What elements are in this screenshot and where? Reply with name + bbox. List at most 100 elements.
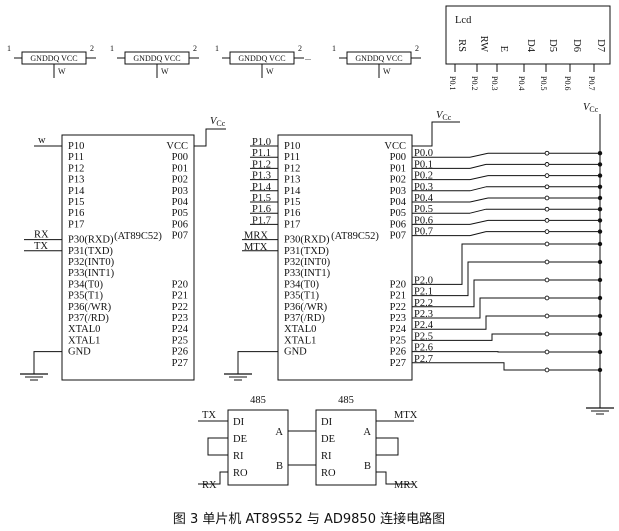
right-mcu-right-pin: P26 [390, 347, 406, 358]
lcd-pin-label: RW [478, 36, 489, 52]
lcd-pin-label: RS [456, 39, 467, 52]
sensor-pin-1: 1 [215, 44, 219, 53]
right-mcu-left-pin: XTAL0 [284, 324, 316, 335]
p2-bus-label: P2.7 [414, 354, 433, 365]
left-mcu-name: (AT89C52) [114, 231, 162, 242]
right-mcu-right-pin: P20 [390, 279, 406, 290]
right-mcu-left-pin: XTAL1 [284, 335, 316, 346]
p0-bus-line [469, 208, 487, 214]
rs485-left-pin: DI [233, 417, 245, 428]
de-re-tie [207, 437, 228, 456]
p2-bus-label: P2.3 [414, 309, 433, 320]
pullup-terminal [544, 349, 550, 355]
p1-bus-label: P1.2 [252, 159, 271, 170]
rail-junction [597, 218, 603, 223]
sensor-pin-2: 2 [415, 44, 419, 53]
lcd-port-label: P0.7 [587, 76, 596, 90]
rail-junction [597, 207, 603, 212]
right-mcu-left-pin: P15 [284, 197, 300, 208]
left-vcc-wire [194, 128, 226, 147]
left-mcu-left-pin: P30(RXD) [68, 235, 114, 246]
de-re-tie [376, 437, 399, 456]
left-mcu-left-pin: XTAL1 [68, 335, 100, 346]
uart-label: MRX [244, 231, 268, 242]
pullup-terminal [544, 241, 550, 247]
left-mcu-left-pin: P31(TXD) [68, 246, 113, 257]
uart-label: MTX [244, 242, 268, 253]
lcd-pin-label: D5 [547, 39, 558, 52]
p0-bus-label: P0.2 [414, 171, 433, 182]
right-mcu-left-pin: P32(INT0) [284, 257, 331, 268]
right-mcu-right-pin: P24 [390, 324, 407, 335]
pullup-terminal [544, 313, 550, 319]
lcd-port-label: P0.5 [539, 76, 548, 90]
rs485-right [315, 409, 377, 486]
rs485-right-pin-b: B [364, 461, 371, 472]
left-mcu-left-pin: P13 [68, 175, 84, 186]
left-mcu-left-pin: P16 [68, 208, 84, 219]
rs485-right-pin: DI [321, 417, 333, 428]
sensor-w-label: W [383, 67, 391, 76]
rs485-right-pin: DE [321, 434, 335, 445]
sensor-part-label: GNDDQ VCC [238, 54, 285, 63]
tx485-label: TX [202, 410, 216, 421]
right-mcu-right-pin: P06 [390, 219, 406, 230]
rx485-label: RX [202, 480, 217, 491]
rail-junction [597, 162, 603, 167]
right-mcu-left-pin: GND [284, 347, 307, 358]
left-mcu-right-pin: P22 [172, 302, 188, 313]
rs485-left-title: 485 [250, 395, 266, 406]
sensor-pin-1: 1 [7, 44, 11, 53]
p2-route [450, 333, 547, 341]
p2-route [450, 362, 547, 371]
lcd-pin-label: D6 [571, 39, 582, 52]
rx-label: RX [34, 230, 49, 241]
left-mcu-left-pin: P35(T1) [68, 291, 104, 302]
pullup-terminal [544, 184, 550, 190]
sensor-part-label: GNDDQ VCC [30, 54, 77, 63]
left-mcu-right-pin: P05 [172, 208, 188, 219]
sensor-pin-1: 1 [332, 44, 336, 53]
lcd-title: Lcd [455, 15, 472, 26]
rail-junction [597, 259, 603, 265]
lcd-pin-label: D7 [595, 39, 606, 52]
right-mcu-right-pin: P21 [390, 291, 406, 302]
rail-junction [597, 277, 603, 283]
rs485-right-pin: RI [321, 451, 332, 462]
p1-bus-label: P1.3 [252, 171, 271, 182]
sensor-part-label: GNDDQ VCC [355, 54, 402, 63]
left-mcu-right-pin: VCC [166, 141, 188, 152]
tx-label: TX [34, 241, 48, 252]
p0-bus-label: P0.3 [414, 182, 433, 193]
right-mcu-left-pin: P12 [284, 163, 300, 174]
p2-route [450, 279, 547, 308]
left-vcc-label: Cc [216, 119, 225, 128]
right-mcu-left-pin: P10 [284, 141, 300, 152]
left-mcu-right-pin: P01 [172, 163, 188, 174]
lcd-pin-label: E [498, 46, 509, 52]
ro-to-mrx [376, 471, 414, 485]
rail-junction [597, 349, 603, 355]
left-mcu-left-pin: XTAL0 [68, 324, 100, 335]
p2-bus-label: P2.1 [414, 287, 433, 298]
left-gnd-wire [33, 351, 62, 374]
sensor-ellipsis: ... [305, 53, 311, 62]
pullup-terminal [544, 331, 550, 337]
lcd-port-label: P0.3 [490, 76, 499, 90]
p0-bus-label: P0.1 [414, 159, 433, 170]
rail-junction [597, 173, 603, 178]
left-mcu-left-pin: P17 [68, 219, 84, 230]
left-mcu-right-pin: P03 [172, 186, 188, 197]
right-gnd-wire [237, 351, 278, 374]
mtx485-label: MTX [394, 410, 418, 421]
rs485-right-pin-a: A [363, 427, 371, 438]
rail-vcc-label: Cc [589, 105, 598, 114]
right-mcu-left-pin: P17 [284, 219, 300, 230]
p0-bus-line [469, 175, 489, 181]
right-mcu-left-pin: P16 [284, 208, 300, 219]
right-mcu-right-pin: P07 [390, 231, 406, 242]
p2-route [450, 315, 547, 330]
p1-bus-label: P1.6 [252, 204, 271, 215]
sensor-w-label: W [161, 67, 169, 76]
